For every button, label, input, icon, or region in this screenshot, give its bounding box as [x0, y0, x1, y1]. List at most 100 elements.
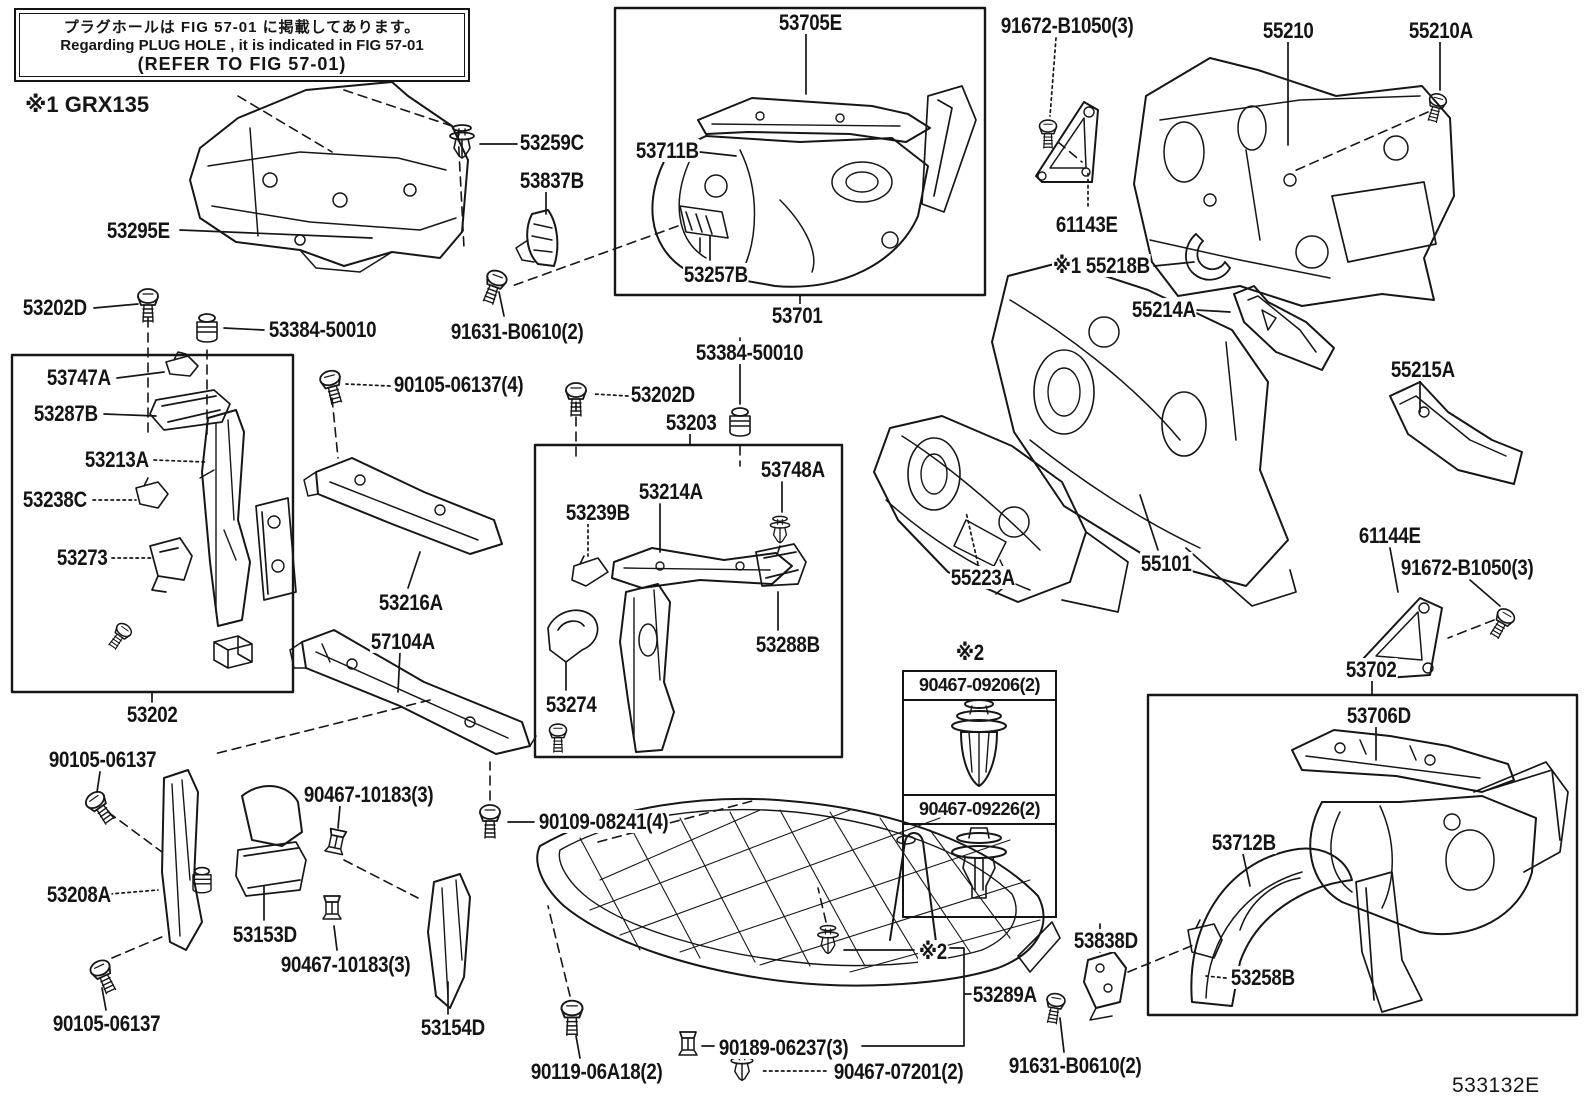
bolt-icon	[479, 804, 501, 839]
apron-assy-53701-sketch	[651, 85, 977, 288]
part-label-53274[interactable]: 53274	[545, 692, 598, 717]
bolt-icon	[477, 267, 510, 307]
push-rivet-icon	[951, 827, 1007, 899]
part-label-55210A[interactable]: 55210A	[1408, 18, 1474, 43]
tree-clip-icon	[951, 699, 1007, 787]
part-label-53838D[interactable]: 53838D	[1073, 928, 1139, 953]
part-label-55215A[interactable]: 55215A	[1390, 357, 1456, 382]
brace-55215A-sketch	[1389, 381, 1523, 485]
part-label-53837B[interactable]: 53837B	[519, 168, 585, 193]
cowl-panel-55210-sketch	[1133, 57, 1455, 307]
part-label-53705E[interactable]: 53705E	[778, 10, 843, 35]
part-label-53238C[interactable]: 53238C	[22, 487, 88, 512]
part-label-53711B[interactable]: 53711B	[635, 138, 700, 163]
dash-panel-insulator-55101-sketch	[991, 261, 1297, 607]
part-label-53747A[interactable]: 53747A	[46, 365, 112, 390]
part-label-53258B[interactable]: 53258B	[1230, 965, 1296, 990]
part-label-53202D-1[interactable]: 53202D	[22, 295, 88, 320]
part-label-53287B[interactable]: 53287B	[33, 401, 99, 426]
clip-table-row-1-image-cell	[904, 701, 1055, 794]
part-label-53214A[interactable]: 53214A	[638, 479, 704, 504]
part-label-53154D[interactable]: 53154D	[420, 1015, 486, 1040]
part-label-53384-50010-2[interactable]: 53384-50010	[695, 340, 805, 365]
part-label-61143E[interactable]: 61143E	[1055, 212, 1119, 237]
part-label-90105-06137-b[interactable]: 90105-06137	[52, 1011, 162, 1036]
gusset-61143E-sketch	[1035, 101, 1099, 183]
bolt-icon	[565, 382, 587, 417]
part-label-53295E[interactable]: 53295E	[106, 218, 171, 243]
hook-clip-55218B-sketch	[1185, 233, 1231, 281]
part-label-55218B[interactable]: ※1 55218B	[1052, 253, 1151, 278]
part-label-53706D[interactable]: 53706D	[1346, 703, 1412, 728]
note-line-refer: (REFER TO FIG 57-01)	[137, 53, 347, 74]
part-label-53213A[interactable]: 53213A	[84, 447, 150, 472]
undercover-53295E-sketch	[189, 81, 469, 273]
part-label-90119-06A18[interactable]: 90119-06A18(2)	[530, 1059, 664, 1084]
figure-code: 533132E	[1452, 1074, 1540, 1097]
part-label-57104A[interactable]: 57104A	[370, 629, 436, 654]
part-label-90105-06137-a[interactable]: 90105-06137	[48, 747, 158, 772]
part-label-90467-10183-2[interactable]: 90467-10183(3)	[280, 952, 412, 977]
clip-table-glyphs	[951, 699, 1007, 899]
part-label-55214A[interactable]: 55214A	[1131, 297, 1197, 322]
part-label-55223A[interactable]: 55223A	[950, 565, 1016, 590]
part-label-note2-b[interactable]: ※2	[918, 939, 948, 964]
stay-53154D-sketch	[427, 873, 471, 1009]
part-label-53702[interactable]: 53702	[1345, 657, 1398, 682]
part-label-53748A[interactable]: 53748A	[760, 457, 826, 482]
bolt-icon	[560, 999, 584, 1037]
part-label-91631-B0610-1[interactable]: 91631-B0610(2)	[450, 319, 585, 344]
bolt-icon	[1485, 605, 1518, 642]
part-label-90109-08241[interactable]: 90109-08241(4)	[538, 809, 670, 834]
part-label-53273[interactable]: 53273	[56, 545, 109, 570]
part-label-53384-50010-1[interactable]: 53384-50010	[268, 317, 378, 342]
bolt-icon	[1042, 991, 1067, 1026]
bracket-53153D-sketch	[235, 784, 307, 897]
support-lower-57104A-sketch	[289, 629, 537, 755]
part-label-53701[interactable]: 53701	[771, 303, 824, 328]
clip-table-row-1-part-number[interactable]: 90467-09206(2)	[904, 672, 1055, 701]
part-label-53712B[interactable]: 53712B	[1211, 830, 1277, 855]
part-label-53202D-2[interactable]: 53202D	[630, 382, 696, 407]
bolt-icon	[137, 288, 159, 323]
grommet-icon	[196, 313, 218, 343]
part-label-55101[interactable]: 55101	[1140, 551, 1193, 576]
part-label-91631-B0610-2[interactable]: 91631-B0610(2)	[1008, 1053, 1143, 1078]
part-label-53288B[interactable]: 53288B	[755, 632, 821, 657]
part-label-53216A[interactable]: 53216A	[378, 590, 444, 615]
bolt-icon	[104, 620, 135, 653]
part-label-90467-07201[interactable]: 90467-07201(2)	[833, 1059, 965, 1084]
part-label-55210[interactable]: 55210	[1262, 18, 1315, 43]
box-53203	[533, 443, 844, 759]
part-label-53289A[interactable]: 53289A	[972, 982, 1038, 1007]
note-line-english: Regarding PLUG HOLE , it is indicated in…	[60, 36, 424, 54]
part-label-53208A[interactable]: 53208A	[46, 882, 112, 907]
part-label-53259C[interactable]: 53259C	[519, 130, 585, 155]
bolt-icon	[1038, 119, 1058, 149]
push-clip-icon	[449, 124, 475, 159]
box-53702	[1146, 693, 1579, 1017]
note-line-japanese: プラグホールは FIG 57-01 に掲載してあります。	[63, 18, 421, 36]
part-label-note2-a[interactable]: ※2	[955, 640, 985, 665]
part-label-90105-06137-4[interactable]: 90105-06137(4)	[393, 372, 525, 397]
part-label-61144E[interactable]: 61144E	[1358, 523, 1422, 548]
part-label-53203[interactable]: 53203	[665, 410, 718, 435]
stay-53208A-sketch	[161, 769, 203, 951]
part-label-90467-10183-1[interactable]: 90467-10183(3)	[303, 782, 435, 807]
bolt-icon	[86, 956, 122, 997]
part-label-53153D[interactable]: 53153D	[232, 922, 298, 947]
part-label-53257B[interactable]: 53257B	[683, 262, 749, 287]
part-label-91672-B1050-2[interactable]: 91672-B1050(3)	[1400, 555, 1535, 580]
screw-grommet-icon	[322, 895, 342, 920]
footnote-grx135: ※1 GRX135	[25, 92, 150, 117]
support-parts-53203-sketch	[547, 543, 807, 753]
part-label-53239B[interactable]: 53239B	[565, 500, 631, 525]
part-label-90189-06237[interactable]: 90189-06237(3)	[718, 1035, 850, 1060]
clip-table-row-2-part-number[interactable]: 90467-09226(2)	[904, 794, 1055, 825]
part-label-53202[interactable]: 53202	[126, 702, 179, 727]
part-label-91672-B1050-1[interactable]: 91672-B1050(3)	[1000, 13, 1135, 38]
bracket-53837B-sketch	[515, 209, 559, 267]
screw-grommet-icon	[323, 827, 349, 856]
